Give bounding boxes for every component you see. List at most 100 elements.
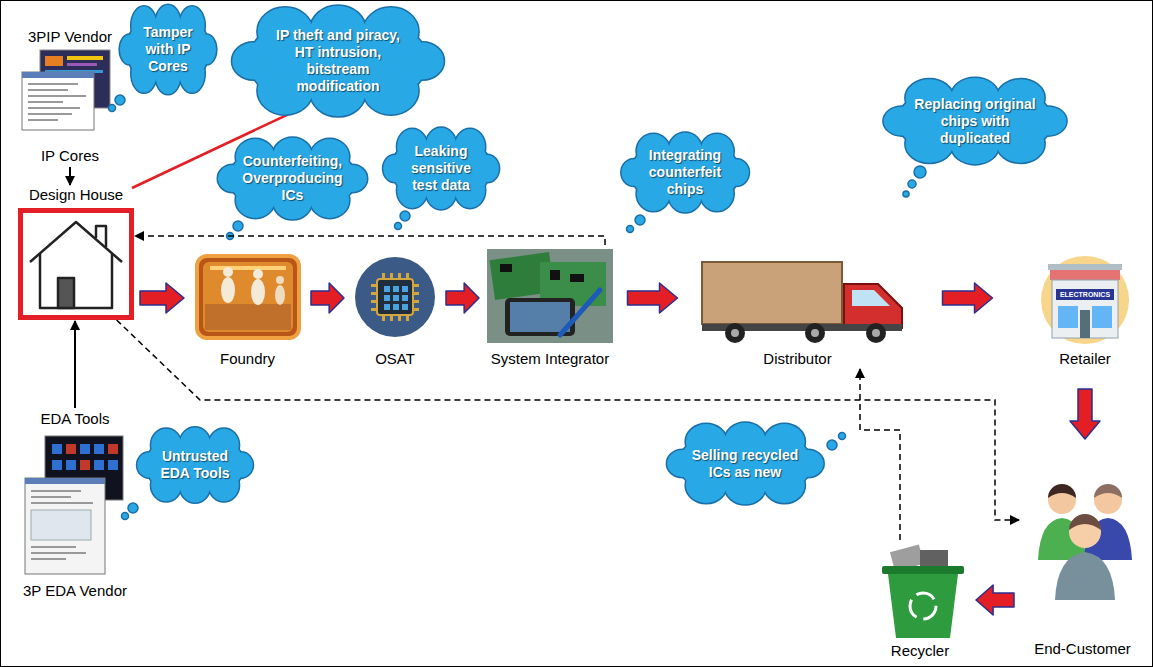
threat-text: Integrating counterfeit chips <box>641 147 728 198</box>
thought-bubble-tail <box>109 95 927 520</box>
cloud-outline <box>621 159 646 186</box>
supply-chain-arrow <box>446 283 479 313</box>
foundry-picture <box>223 267 233 277</box>
ip-core-screenshot <box>67 63 97 66</box>
cloud-outline <box>232 43 274 80</box>
supply-chain-arrow <box>976 585 1014 615</box>
delivery-truck <box>844 284 902 328</box>
delivery-truck <box>811 329 819 337</box>
ip-core-screenshot <box>22 72 94 130</box>
cloud-fill <box>667 423 823 505</box>
cloud-outline <box>232 6 444 117</box>
stage-label: Distributor <box>763 350 831 368</box>
ip-core-screenshot <box>28 119 58 121</box>
ip-core-screenshot <box>28 113 72 115</box>
system-integrator-photo <box>570 274 584 282</box>
cloud-outline <box>197 35 216 65</box>
osat-chip-icon <box>384 304 390 310</box>
delivery-truck <box>725 323 745 343</box>
foundry-picture <box>197 256 299 338</box>
thought-bubble-tail <box>827 440 837 450</box>
system-integrator-photo <box>560 290 600 335</box>
thought-bubble-tail <box>128 503 138 513</box>
osat-chip-icon <box>393 304 399 310</box>
eda-tool-screenshot <box>52 444 62 454</box>
foundry-picture <box>203 262 293 332</box>
ip-core-screenshot <box>67 56 103 60</box>
stage-label: 3P EDA Vendor <box>23 582 127 600</box>
recycle-bin <box>910 593 936 619</box>
eda-tool-screenshot <box>108 460 118 470</box>
supply-chain-stage: System Integrator <box>485 245 615 368</box>
eda-tool-screenshot <box>31 546 76 548</box>
eda-tool-screenshot <box>94 444 104 454</box>
osat-chip-icon <box>384 286 390 292</box>
osat-chip-icon <box>384 295 390 301</box>
thought-bubble-tail <box>908 180 916 188</box>
supply-chain-arrow <box>1070 389 1100 439</box>
eda-tool-screenshot <box>31 552 86 554</box>
cloud-outline <box>621 159 646 186</box>
system-integrator-photo <box>487 249 613 343</box>
foundry-picture <box>276 276 284 284</box>
cloud-outline <box>476 155 499 182</box>
stage-label: Foundry <box>220 350 275 368</box>
eda-tool-screenshot <box>31 558 66 560</box>
retail-store <box>1041 256 1129 344</box>
customer-group <box>1069 514 1101 530</box>
dashed-flow-arrow <box>860 369 900 540</box>
cloud-outline <box>723 159 748 186</box>
supply-chain-stage: EDA Tools3P EDA Vendor <box>20 410 130 600</box>
foundry-picture <box>205 304 291 330</box>
recycle-bin <box>882 544 964 638</box>
dashed-flow-arrow <box>117 320 1019 520</box>
thought-bubble-tail <box>627 226 634 233</box>
threat-cloud: Untrusted EDA Tools <box>135 425 255 505</box>
supply-chain-arrow <box>628 283 678 313</box>
eda-tool-screenshot <box>25 478 105 484</box>
threat-cloud: Leaking sensitive test data <box>381 125 501 212</box>
delivery-truck <box>866 323 886 343</box>
house-icon <box>30 222 122 262</box>
eda-tool-screenshot <box>94 460 104 470</box>
cloud-outline <box>401 43 443 80</box>
stage-label: Retailer <box>1059 350 1111 368</box>
supply-chain-stage: Foundry <box>190 250 305 368</box>
ip-core-screenshot <box>28 89 68 91</box>
foundry-picture <box>221 277 235 303</box>
system-integrator-photo <box>487 249 613 343</box>
cloud-outline <box>401 43 443 80</box>
recycle-bin <box>882 566 964 574</box>
delivery-truck <box>872 329 880 337</box>
ip-core-screenshot <box>22 50 110 130</box>
thought-bubble-tail <box>903 191 909 197</box>
retail-store <box>1056 289 1114 300</box>
stage-label: Design House <box>29 186 123 204</box>
delivery-truck <box>852 290 890 306</box>
ip-core-screenshot <box>28 95 86 97</box>
cloud-outline <box>232 43 274 80</box>
customer-group <box>1048 484 1076 498</box>
design-house-box: Design House <box>18 186 134 320</box>
foundry-picture <box>210 266 286 270</box>
supply-chain-stage: Recycler <box>870 540 970 660</box>
supply-chain-arrow <box>311 283 344 313</box>
supply-chain-stage: OSAT <box>350 250 440 368</box>
ip-core-screenshot <box>28 107 80 109</box>
cloud-outline <box>120 5 216 94</box>
osat-chip-icon <box>393 295 399 301</box>
threat-text: Untrusted EDA Tools <box>155 448 234 482</box>
threat-text: IP theft and piracy, HT intrusion, bitst… <box>265 27 410 95</box>
retail-store <box>1041 256 1129 344</box>
supply-chain-stage: End-Customer <box>1020 460 1145 658</box>
eda-tool-screenshot <box>108 444 118 454</box>
foundry-picture <box>197 256 299 338</box>
eda-tool-screenshot <box>25 478 105 574</box>
cloud-outline <box>884 78 1067 164</box>
system-integrator-photo <box>550 270 560 280</box>
threat-text: Replacing original chips with duplicated <box>912 96 1037 147</box>
ip-core-screenshot <box>28 101 63 103</box>
flow-arrow <box>69 167 71 185</box>
